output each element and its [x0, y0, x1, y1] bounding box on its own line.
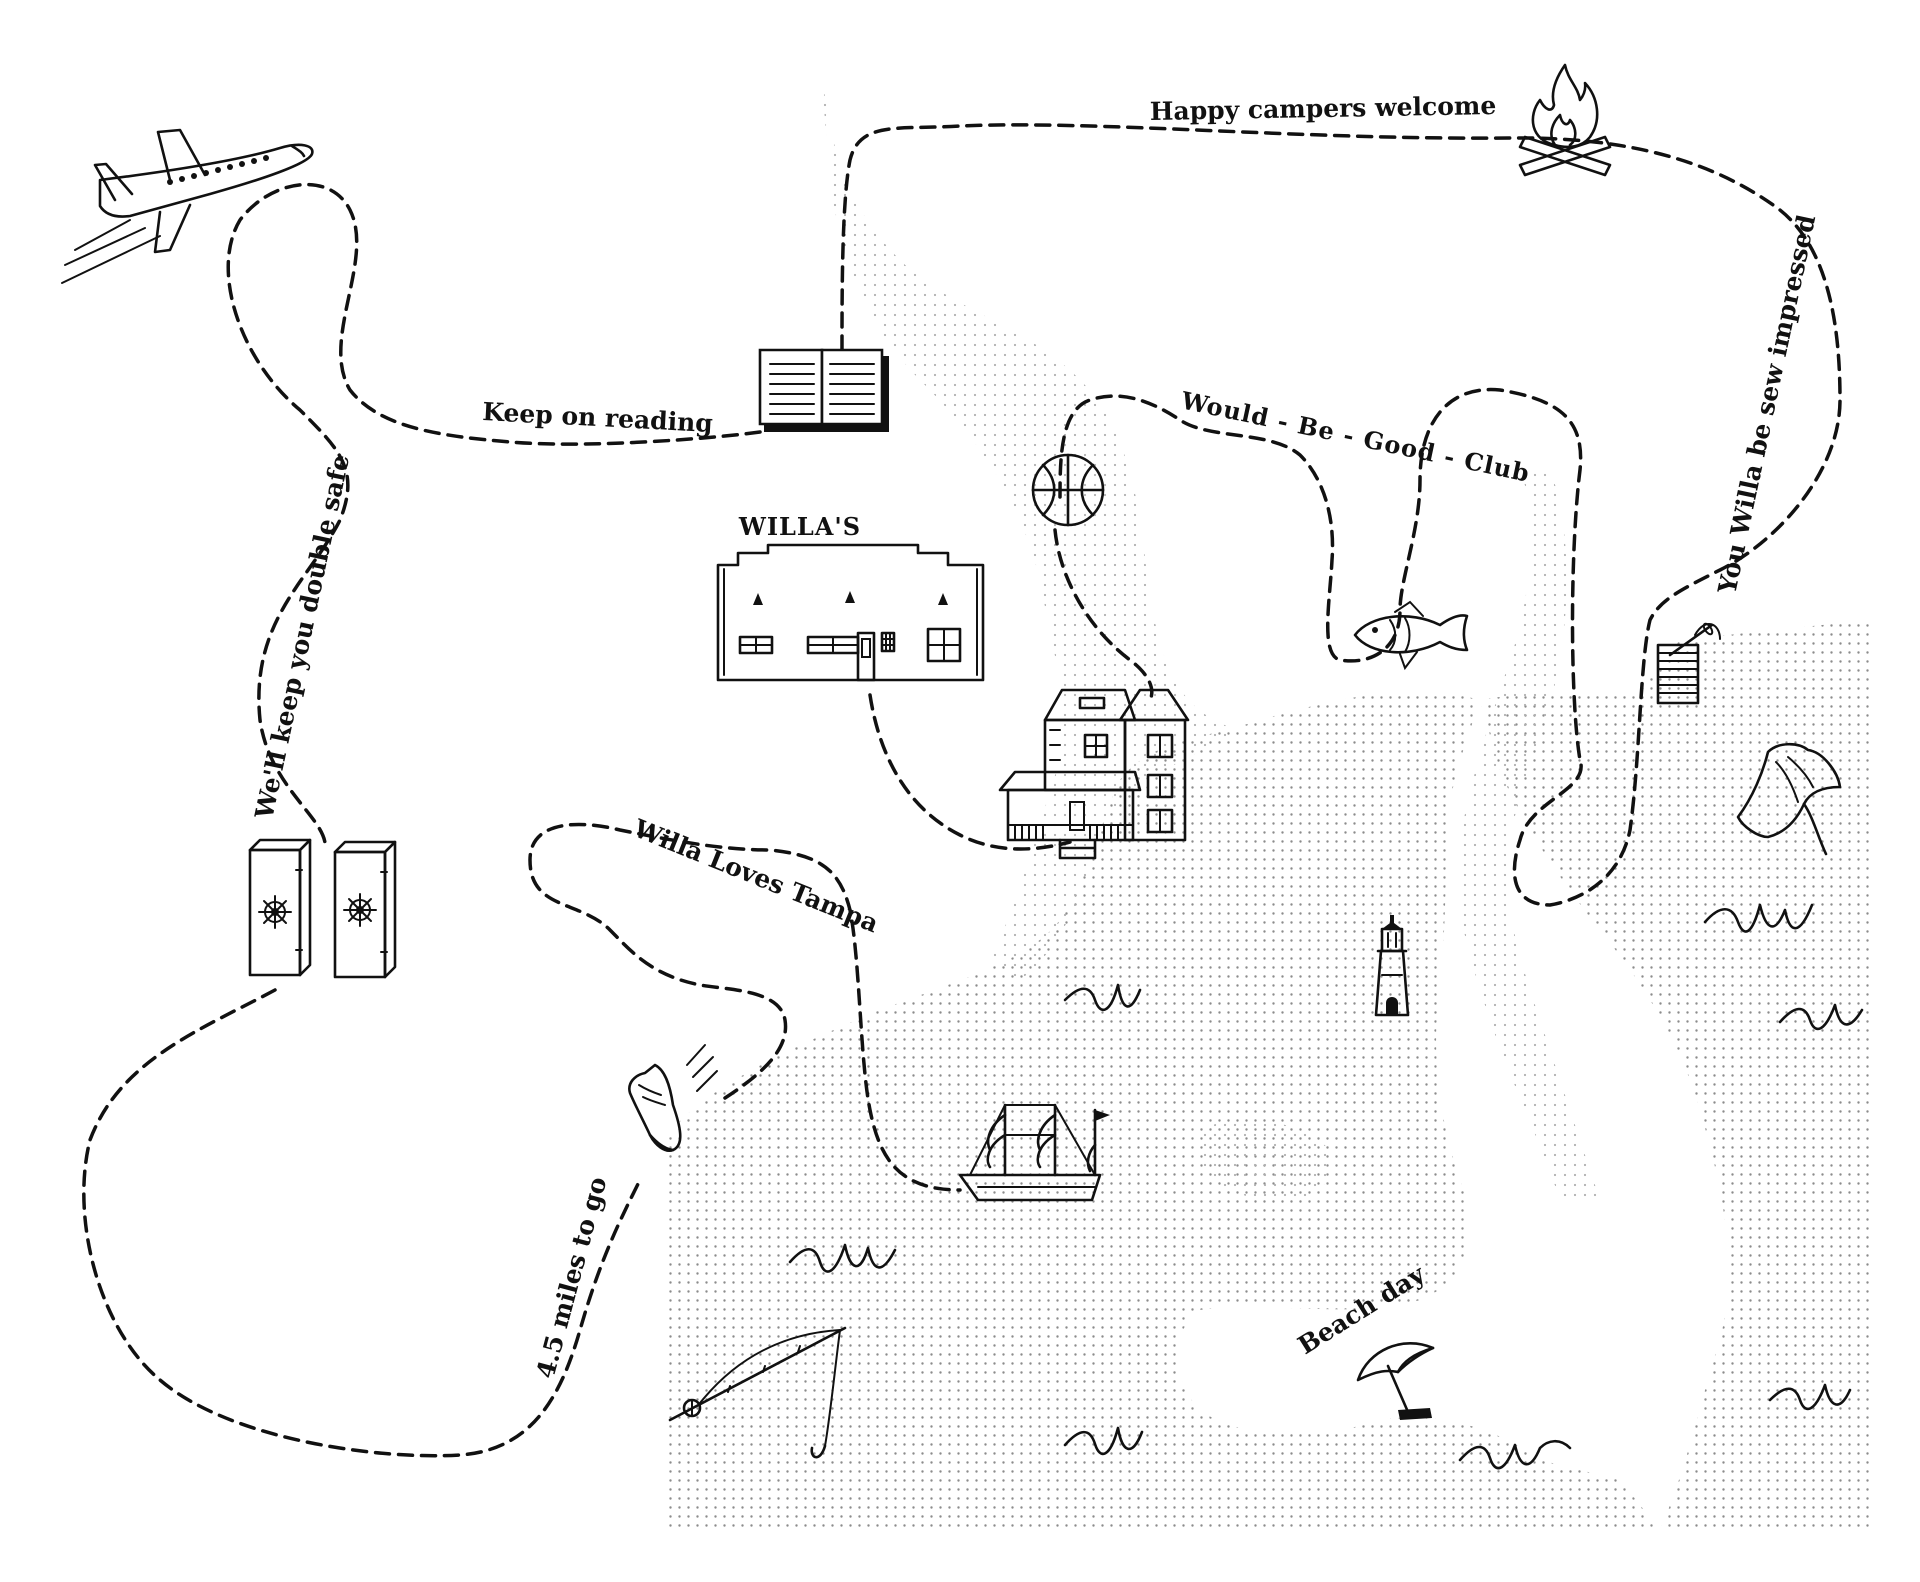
campfire-icon: [1518, 63, 1612, 177]
label-safe: We'll keep you double safe: [249, 452, 355, 822]
fishing-rod-icon: [668, 1326, 847, 1459]
label-campers: Happy campers welcome: [1150, 91, 1497, 126]
fish-icon: [1353, 600, 1469, 671]
needle-thread-icon: [1656, 622, 1721, 705]
beach-umbrella-icon: [1356, 1342, 1435, 1420]
running-shoe-icon: [628, 1044, 718, 1152]
stippled-water: [665, 60, 1875, 1530]
label-tampa: Willa Loves Tampa: [629, 813, 883, 938]
label-good-club: Would - Be - Good - Club: [1178, 385, 1533, 488]
label-miles: 4.5 miles to go: [531, 1174, 613, 1382]
waves: [788, 903, 1864, 1470]
wave-icon: [1768, 1383, 1852, 1411]
wave-icon: [1063, 983, 1142, 1012]
wave-icon: [1778, 1003, 1864, 1031]
wave-icon: [1703, 903, 1814, 933]
airplane-icon: [61, 128, 314, 284]
wave-icon: [1458, 1439, 1572, 1470]
safe-icon: [333, 840, 397, 979]
storefront-icon: [716, 543, 985, 682]
book-icon: [758, 348, 889, 432]
label-reading: Keep on reading: [482, 397, 714, 438]
stingray-icon: [1736, 742, 1842, 856]
wave-icon: [788, 1243, 897, 1273]
safe-icon: [248, 838, 312, 977]
lighthouse-icon: [1374, 915, 1410, 1017]
wave-icon: [1063, 1426, 1144, 1456]
ship-icon: [958, 1103, 1110, 1202]
label-willas: WILLA'S: [738, 512, 861, 541]
victorian-house-icon: [998, 688, 1190, 860]
dashed-routes: [82, 123, 1842, 1458]
basketball-icon: [1031, 453, 1105, 527]
